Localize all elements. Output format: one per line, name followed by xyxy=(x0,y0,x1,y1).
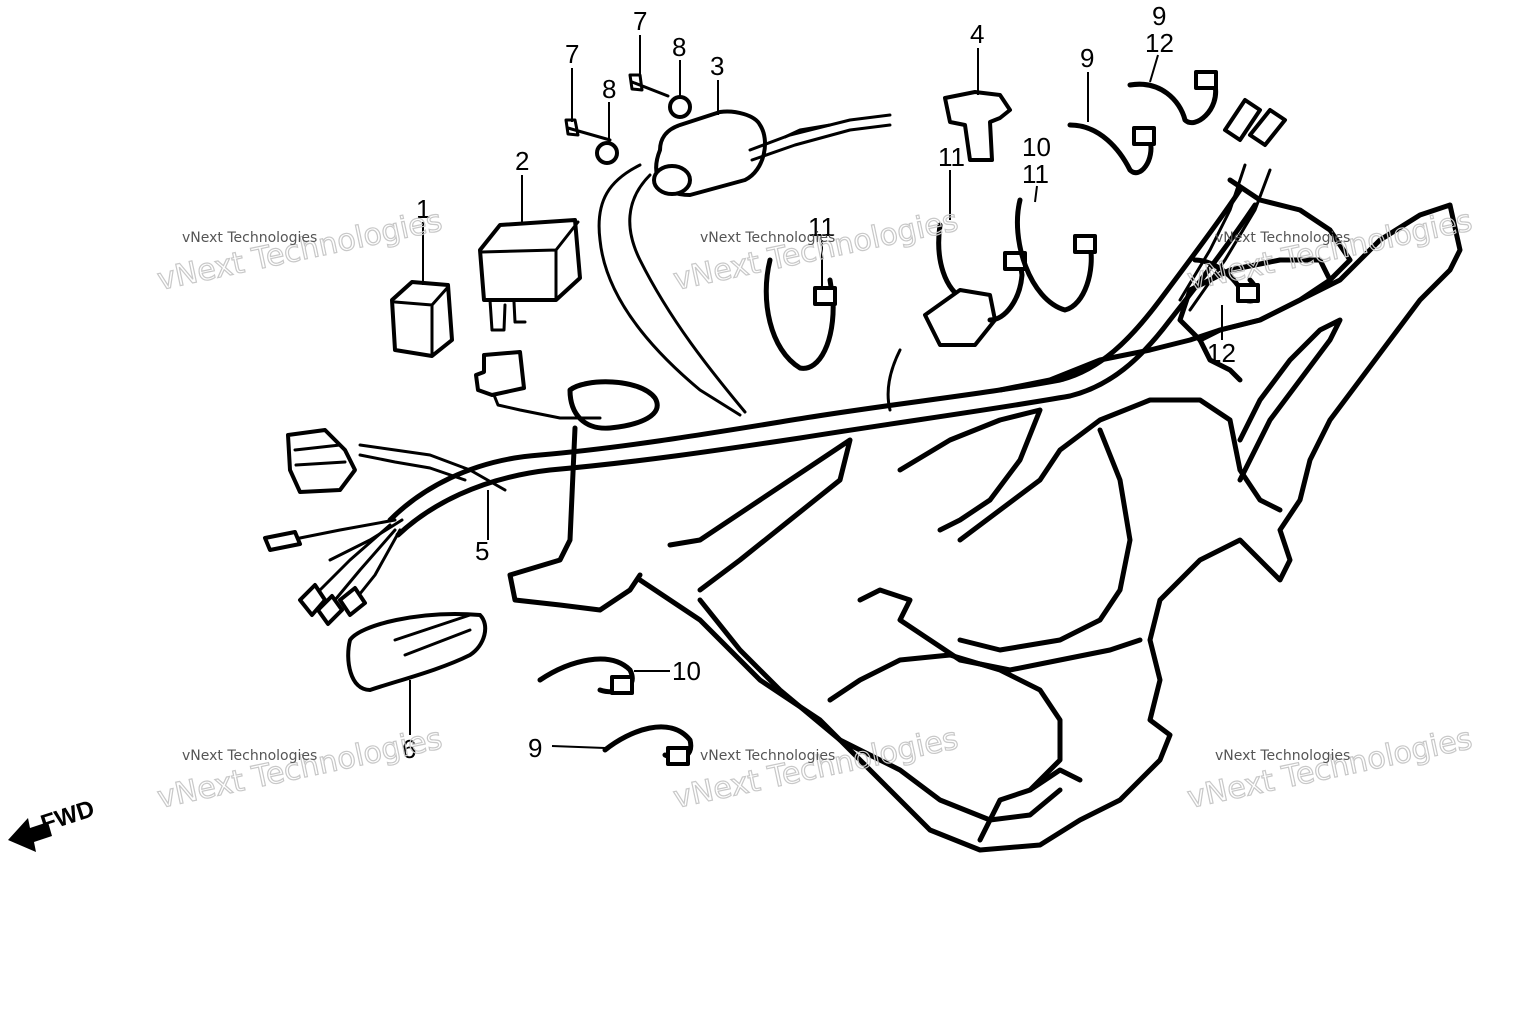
left-coupler xyxy=(263,428,367,626)
watermark-large-4: vNext Technologies xyxy=(154,721,445,816)
callout-6: 6 xyxy=(402,734,416,764)
control-unit-part-2 xyxy=(474,218,602,420)
callout-3: 3 xyxy=(710,51,724,81)
callout-10b: 10 xyxy=(672,656,701,686)
callout-7a: 7 xyxy=(565,39,579,69)
watermark-small-6: vNext Technologies xyxy=(1215,748,1350,764)
callout-2: 2 xyxy=(515,146,529,176)
clamps xyxy=(537,70,1287,766)
callout-7b: 7 xyxy=(633,6,647,36)
callout-11b: 11 xyxy=(1022,159,1049,189)
ignition-coil-part-3 xyxy=(652,109,892,197)
relay-part-1 xyxy=(390,280,454,358)
watermark-small-2: vNext Technologies xyxy=(700,230,835,246)
callout-12a: 12 xyxy=(1145,28,1174,58)
callout-9c: 9 xyxy=(528,733,542,763)
watermark-small-5: vNext Technologies xyxy=(700,748,835,764)
spark-plug-cap-part-4 xyxy=(943,90,1012,162)
watermark-small-1: vNext Technologies xyxy=(182,230,317,246)
forward-arrow-icon xyxy=(8,818,52,852)
callout-4: 4 xyxy=(970,19,984,49)
leader-lines xyxy=(409,35,1223,749)
callout-5: 5 xyxy=(475,536,489,566)
frame xyxy=(637,177,1463,853)
callout-8b: 8 xyxy=(672,32,686,62)
watermark-small-3: vNext Technologies xyxy=(1215,230,1350,246)
callout-11a: 11 xyxy=(938,142,965,172)
callout-8a: 8 xyxy=(602,74,616,104)
forward-direction-indicator: FWD xyxy=(8,795,98,852)
watermark-large-1: vNext Technologies xyxy=(154,203,445,298)
watermark-large-5: vNext Technologies xyxy=(670,721,961,816)
fwd-label: FWD xyxy=(38,795,98,838)
watermark-large-6: vNext Technologies xyxy=(1184,721,1475,816)
callout-numbers: 1 2 3 4 5 6 7 7 8 8 9 9 9 10 10 11 11 11… xyxy=(402,1,1236,764)
callout-1: 1 xyxy=(416,194,430,224)
callout-10a: 10 xyxy=(1022,132,1051,162)
callout-9b: 9 xyxy=(1152,1,1166,31)
callout-11c: 11 xyxy=(808,212,835,242)
callout-9a: 9 xyxy=(1080,43,1094,73)
main-wire-harness xyxy=(288,163,1272,613)
watermark-small-4: vNext Technologies xyxy=(182,748,317,764)
harness-cover-part-6 xyxy=(346,612,488,692)
callout-12b: 12 xyxy=(1207,338,1236,368)
